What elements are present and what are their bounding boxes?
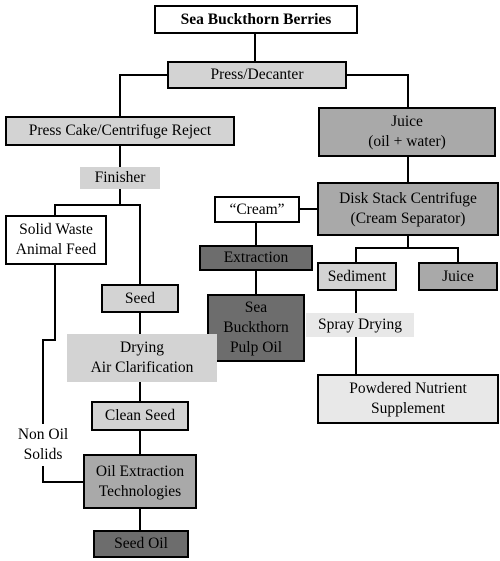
connector <box>408 247 459 262</box>
node-spray-drying: Spray Drying <box>306 313 414 337</box>
node-sediment: Sediment <box>317 262 397 291</box>
node-finisher: Finisher <box>80 167 160 189</box>
node-juice: Juice <box>418 262 498 291</box>
connector <box>54 188 121 216</box>
node-clean-seed: Clean Seed <box>91 401 189 431</box>
connector <box>42 264 56 424</box>
node-extraction: Extraction <box>199 245 313 271</box>
node-seed-oil: Seed Oil <box>93 530 189 558</box>
node-pulp-oil: Sea Buckthorn Pulp Oil <box>207 294 305 362</box>
connector <box>355 235 409 262</box>
node-powdered-nutrient-supplement: Powdered Nutrient Supplement <box>317 374 499 424</box>
node-seed: Seed <box>101 284 179 313</box>
node-press-decanter: Press/Decanter <box>167 61 347 89</box>
node-oil-extraction-technologies: Oil Extraction Technologies <box>83 454 197 509</box>
node-cream: “Cream” <box>214 196 300 223</box>
connector <box>119 74 168 117</box>
node-non-oil-solids: Non Oil Solids <box>8 424 78 466</box>
node-sea-buckthorn-berries: Sea Buckthorn Berries <box>154 5 358 34</box>
node-juice-oil-water: Juice (oil + water) <box>318 107 496 157</box>
node-drying-air-clarification: Drying Air Clarification <box>67 334 217 382</box>
node-solid-waste: Solid Waste Animal Feed <box>5 215 107 265</box>
connector <box>120 204 141 284</box>
node-disk-stack-centrifuge: Disk Stack Centrifuge (Cream Separator) <box>317 182 499 236</box>
connector <box>346 74 409 108</box>
connector <box>42 466 84 483</box>
node-press-cake: Press Cake/Centrifuge Reject <box>5 116 235 146</box>
connector <box>296 208 318 222</box>
